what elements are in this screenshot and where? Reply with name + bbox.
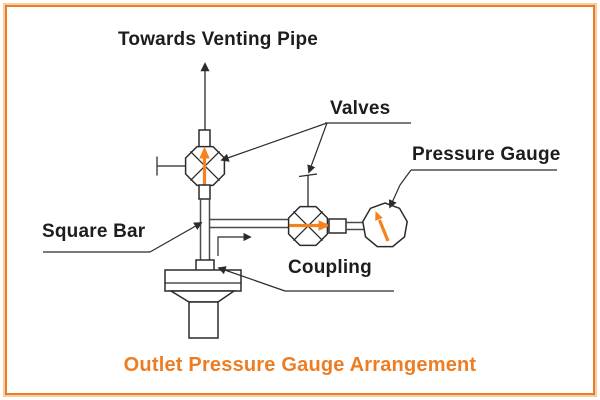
square-bar-connector [198, 184, 211, 200]
label-pressure-gauge: Pressure Gauge [412, 144, 561, 165]
gauge-needle-icon [375, 211, 390, 242]
horizontal-pipe [210, 218, 289, 229]
label-towards-venting-pipe: Towards Venting Pipe [118, 29, 319, 50]
vent-valve-connector [198, 129, 211, 148]
vent-flow-arrow-icon [199, 146, 210, 185]
outlet-flow-arrow-icon [289, 220, 331, 231]
label-square-bar: Square Bar [42, 221, 146, 242]
diagram-caption: Outlet Pressure Gauge Arrangement [123, 354, 477, 376]
label-valves: Valves [330, 98, 391, 119]
outlet-valve-stem [298, 173, 318, 206]
coupling-leader [217, 266, 394, 292]
gauge-pipe [346, 221, 365, 231]
valves-leader [220, 122, 411, 174]
regulator-body [164, 269, 242, 339]
flow-direction-arrow-icon [217, 232, 252, 256]
valve-handle-icon [156, 156, 185, 176]
label-coupling: Coupling [288, 257, 372, 278]
square-bar-leader [43, 222, 203, 253]
gauge-coupling-block [328, 218, 347, 234]
square-bar-pipe [199, 199, 211, 261]
pressure-gauge-leader [388, 169, 557, 209]
pressure-gauge-dial-icon [362, 202, 408, 248]
